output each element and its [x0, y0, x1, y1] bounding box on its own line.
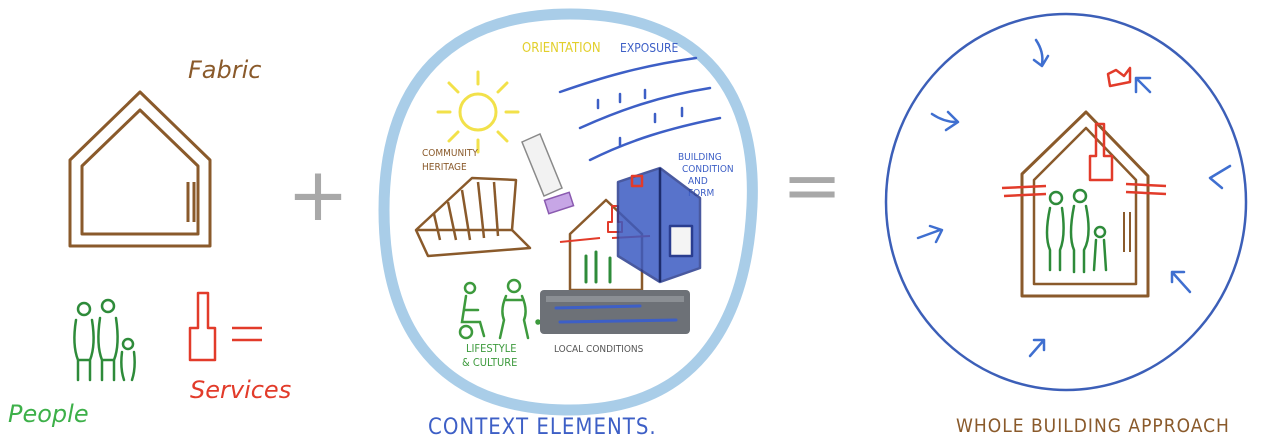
whole-building-caption: WHOLE BUILDING APPROACH [956, 415, 1230, 437]
heritage-terrace-icon [414, 176, 532, 258]
whole-house-icon [1001, 66, 1167, 298]
orientation-label: ORIENTATION [522, 41, 601, 56]
building-condition-label-3: AND [688, 176, 708, 187]
plus-sign: + [287, 152, 349, 238]
people-group: People [8, 298, 136, 428]
services-group: Services [188, 291, 291, 404]
exposure-label: EXPOSURE [620, 41, 678, 55]
context-ring [378, 8, 758, 416]
community-heritage-label-2: HERITAGE [422, 162, 467, 173]
building-condition-label-1: BUILDING [678, 152, 722, 163]
services-label: Services [190, 376, 291, 404]
context-caption: CONTEXT ELEMENTS. [428, 415, 657, 440]
building-condition-label-4: FORM [688, 188, 714, 199]
services-icon [188, 291, 262, 362]
consumables-tag [543, 191, 575, 215]
lifestyle-icon [458, 278, 541, 340]
lifestyle-label-2: & CULTURE [462, 356, 517, 369]
wind-lines-icon [558, 56, 722, 162]
whole-building-group: WHOLE BUILDING APPROACH [884, 12, 1248, 437]
local-conditions-label: LOCAL CONDITIONS [554, 344, 644, 355]
building-condition-label-2: CONDITION [682, 164, 734, 175]
blue-house-icon [616, 166, 702, 284]
equals-sign: = [782, 143, 842, 227]
fabric-group: Fabric [68, 56, 261, 248]
local-conditions-icon [540, 290, 690, 334]
whole-building-ring [884, 12, 1248, 392]
inward-arrows-icon [916, 38, 1232, 358]
consumables-icon [521, 133, 563, 197]
lifestyle-label-1: LIFESTYLE [466, 342, 517, 355]
fabric-label: Fabric [188, 56, 261, 84]
sun-icon [436, 70, 520, 154]
people-label: People [8, 400, 89, 428]
community-heritage-label-1: COMMUNITY [422, 148, 478, 159]
people-icon [73, 298, 136, 382]
context-group: ORIENTATION EXPOSURE COMMUNITY HERITAGE [378, 8, 758, 440]
fabric-house-icon [68, 90, 212, 248]
